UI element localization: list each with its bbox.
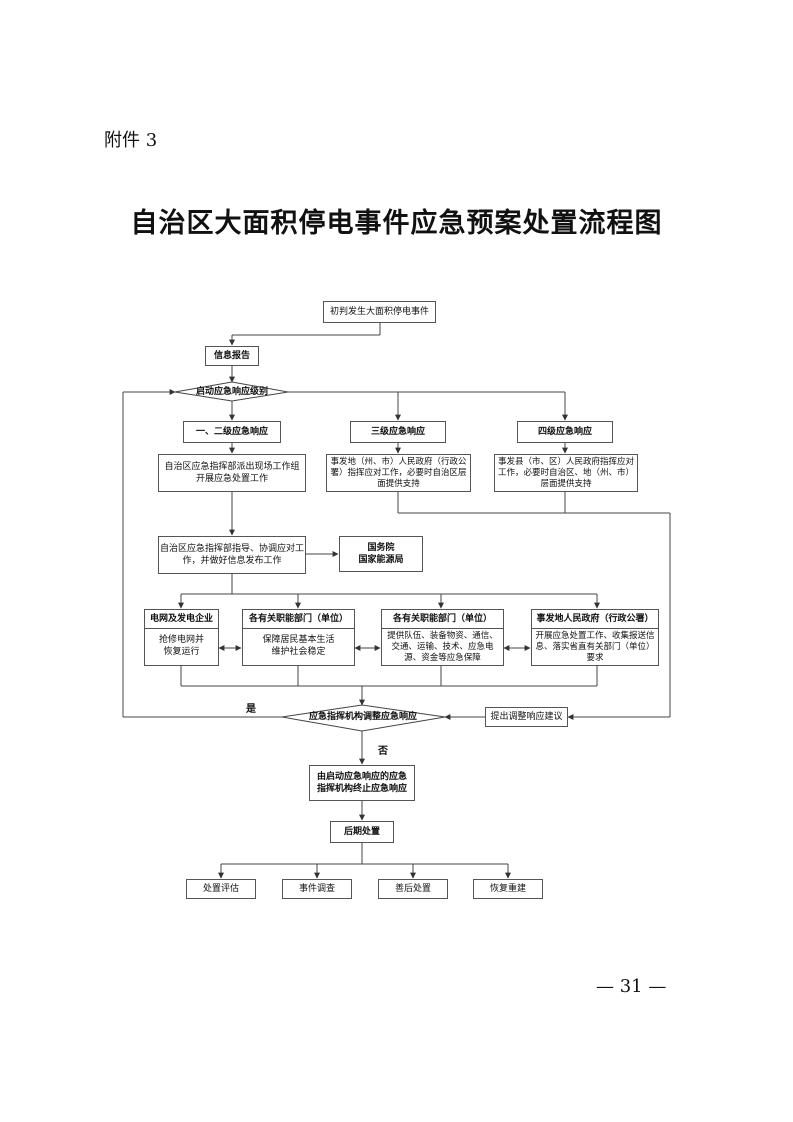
suggest-box: 提出调整响应建议 — [485, 707, 568, 727]
start-level-diamond — [174, 381, 289, 402]
local-gov-box: 事发地人民政府（行政公署） 开展应急处置工作、收集报送信 息、落实省直有关部门（… — [531, 609, 659, 666]
grid-unit-box: 电网及发电企业 抢修电网并 恢复运行 — [144, 609, 219, 666]
local-gov-body: 开展应急处置工作、收集报送信 息、落实省直有关部门（单位） 要求 — [535, 631, 655, 663]
level3-box: 三级应急响应 — [350, 421, 446, 443]
grid-unit-title: 电网及发电企业 — [145, 610, 218, 629]
dept1-box: 各有关职能部门（单位） 保障居民基本生活 维护社会稳定 — [242, 609, 355, 666]
evaluation-box: 处置评估 — [186, 879, 256, 899]
initial-event-box: 初判发生大面积停电事件 — [323, 301, 436, 323]
level12-box: 一、二级应急响应 — [183, 421, 281, 443]
aftermath-box: 善后处置 — [378, 879, 448, 899]
level12-action-box: 自治区应急指挥部派出现场工作组 开展应急处置工作 — [158, 454, 306, 492]
state-council-box: 国务院 国家能源局 — [339, 536, 423, 572]
start-level-label: 启动应急响应级别 — [195, 387, 268, 397]
no-label: 否 — [378, 746, 388, 757]
hq-guide-box: 自治区应急指挥部指导、协调应对工 作，并做好信息发布工作 — [158, 536, 306, 574]
grid-unit-body: 抢修电网并 恢复运行 — [158, 635, 204, 657]
page-title: 自治区大面积停电事件应急预案处置流程图 — [130, 208, 663, 239]
investigation-box: 事件调查 — [282, 879, 352, 899]
level4-box: 四级应急响应 — [517, 421, 613, 443]
attachment-label: 附件 3 — [104, 130, 158, 151]
dept1-body: 保障居民基本生活 维护社会稳定 — [262, 635, 335, 657]
dept2-body: 提供队伍、装备物资、通信、 交通、运输、技术、应急电 源、资金等应急保障 — [387, 631, 498, 663]
dept2-title: 各有关职能部门（单位） — [382, 610, 503, 629]
terminate-box: 由启动应急响应的应急 指挥机构终止应急响应 — [309, 765, 415, 801]
rebuild-box: 恢复重建 — [473, 879, 543, 899]
post-process-box: 后期处置 — [330, 821, 394, 843]
info-report-box: 信息报告 — [205, 346, 259, 366]
dept1-title: 各有关职能部门（单位） — [243, 610, 354, 629]
level3-action-box: 事发地（州、市）人民政府（行政公 署）指挥应对工作，必要时自治区层 面提供支持 — [326, 454, 471, 492]
dept2-box: 各有关职能部门（单位） 提供队伍、装备物资、通信、 交通、运输、技术、应急电 源… — [381, 609, 504, 666]
adjust-diamond — [281, 704, 446, 732]
level4-action-box: 事发县（市、区）人民政府指挥应对 工作，必要时自治区、地（州、市） 层面提供支持 — [494, 454, 638, 492]
page-number: — 31 — — [596, 976, 667, 997]
yes-label: 是 — [246, 704, 256, 715]
adjust-label: 应急指挥机构调整应急响应 — [308, 712, 417, 722]
local-gov-title: 事发地人民政府（行政公署） — [532, 610, 658, 629]
